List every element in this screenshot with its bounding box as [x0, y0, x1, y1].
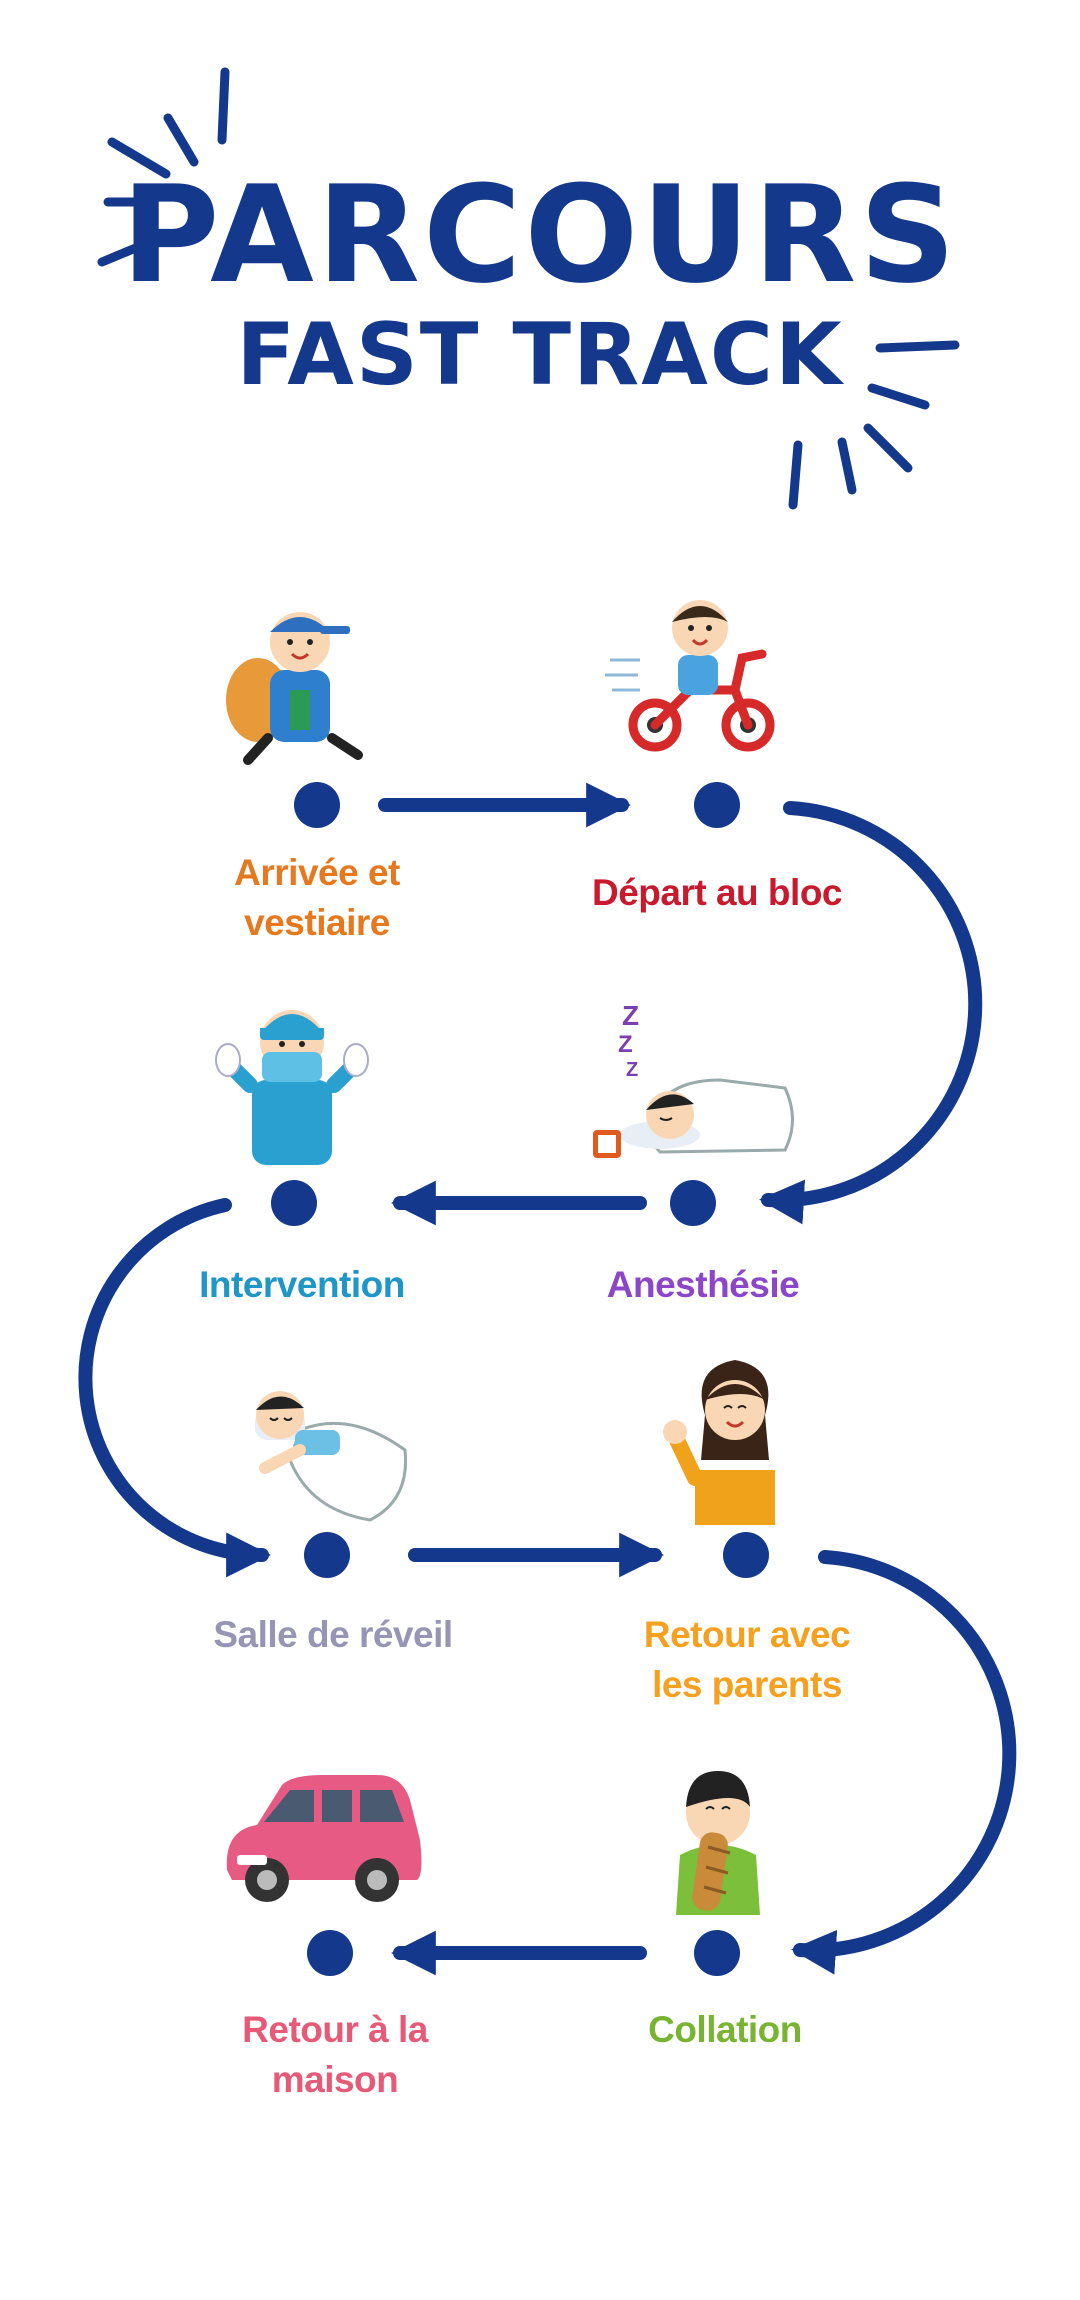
- step-label-line1: Arrivée et: [234, 852, 400, 893]
- step-label-line1: Retour à la: [242, 2009, 428, 2050]
- step-dot-parents: [723, 1532, 769, 1578]
- step-label-line1: Anesthésie: [606, 1264, 800, 1305]
- flow-arrows: [78, 782, 1017, 1976]
- arrow-depart-to-anesthesie: [759, 801, 983, 1225]
- step-label-retour-maison: Retour à la maison: [165, 2005, 505, 2105]
- arrow-parents-to-collation: [791, 1550, 1017, 1975]
- child-with-backpack-icon: [226, 612, 363, 765]
- svg-text:Z: Z: [626, 1059, 638, 1081]
- step-label-depart-bloc: Départ au bloc: [547, 868, 887, 918]
- burst-lines-bottom-right: [788, 340, 960, 510]
- pink-car-icon: [226, 1775, 422, 1902]
- step-dot-collation: [694, 1930, 740, 1976]
- page-subtitle: FAST TRACK: [236, 305, 844, 405]
- sleeping-child-zzz-icon: Z Z Z: [593, 1000, 794, 1158]
- child-eating-bread-icon: [676, 1771, 760, 1915]
- step-dot-depart: [694, 782, 740, 828]
- step-dots: [271, 782, 769, 1976]
- child-on-balance-bike-icon: [605, 600, 775, 752]
- step-dot-reveil: [304, 1532, 350, 1578]
- step-dot-intervention: [271, 1180, 317, 1226]
- waving-mother-icon: [663, 1360, 775, 1525]
- page-title: PARCOURS: [121, 157, 959, 313]
- step-label-arrivee-vestiaire: Arrivée et vestiaire: [147, 848, 487, 948]
- surgeon-icon: [215, 1010, 369, 1165]
- burst-lines-top-left: [97, 67, 230, 267]
- step-dot-anesthesie: [670, 1180, 716, 1226]
- arrow-intervention-to-reveil: [78, 1198, 271, 1578]
- step-label-line2: les parents: [652, 1664, 842, 1705]
- step-label-line2: maison: [271, 2059, 399, 2100]
- svg-text:Z: Z: [622, 1000, 639, 1031]
- step-label-anesthesie: Anesthésie: [533, 1260, 873, 1310]
- step-label-line1: Départ au bloc: [592, 872, 843, 913]
- step-label-salle-reveil: Salle de réveil: [163, 1610, 503, 1660]
- child-waking-in-bed-icon: [255, 1391, 408, 1522]
- step-label-line1: Intervention: [199, 1264, 405, 1305]
- step-label-line2: vestiaire: [244, 902, 390, 943]
- step-label-line1: Salle de réveil: [213, 1614, 453, 1655]
- step-label-intervention: Intervention: [132, 1260, 472, 1310]
- step-dot-arrivee: [294, 782, 340, 828]
- step-label-collation: Collation: [555, 2005, 895, 2055]
- step-label-line1: Collation: [648, 2009, 802, 2050]
- step-label-line1: Retour avec: [643, 1614, 851, 1655]
- step-dot-maison: [307, 1930, 353, 1976]
- svg-text:Z: Z: [618, 1031, 633, 1058]
- step-label-retour-parents: Retour avec les parents: [577, 1610, 917, 1710]
